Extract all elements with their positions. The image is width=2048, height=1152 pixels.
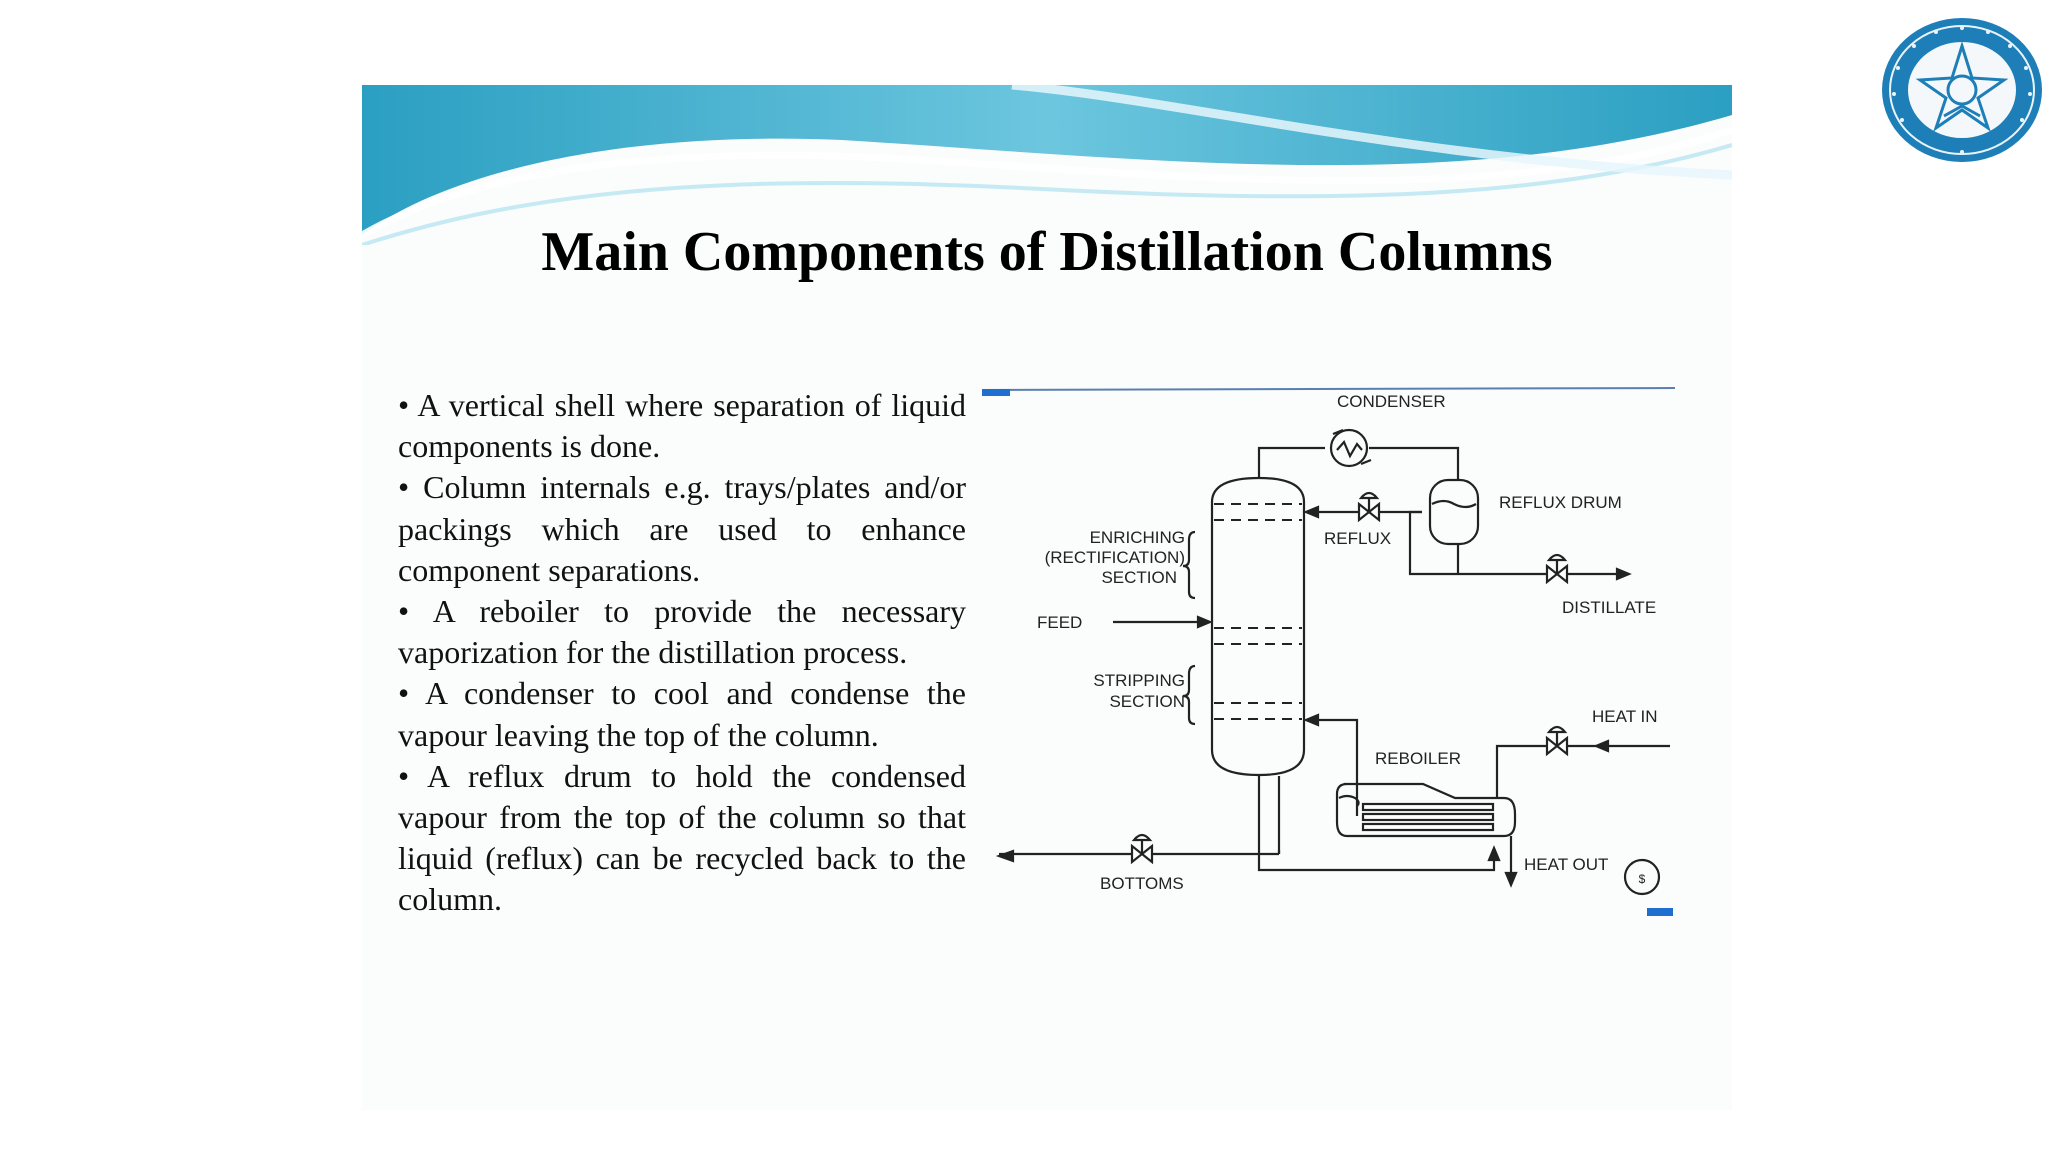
label-bottoms: BOTTOMS — [1100, 874, 1184, 893]
header-wave-banner — [362, 85, 1732, 245]
svg-text:$: $ — [1639, 872, 1646, 886]
column-shell — [1210, 476, 1306, 777]
label-heat-in: HEAT IN — [1592, 707, 1658, 726]
slide-title: Main Components of Distillation Columns — [541, 221, 1553, 283]
label-enriching: ENRICHING — [1090, 528, 1185, 547]
label-reboiler: REBOILER — [1375, 749, 1461, 768]
reflux-drum — [1428, 478, 1480, 546]
bullet-item: • A condenser to cool and condense the v… — [398, 675, 966, 753]
label-rectification: (RECTIFICATION) — [1045, 548, 1185, 567]
bullet-item: • A reflux drum to hold the condensed va… — [398, 757, 966, 918]
label-enriching-section: SECTION — [1101, 568, 1177, 587]
label-reflux-drum: REFLUX DRUM — [1499, 493, 1622, 512]
bullet-item: • A reboiler to provide the necessary va… — [398, 593, 966, 671]
distillation-column-diagram: $ CONDENSER REFLUX DRUM REFLUX DISTILLAT… — [981, 387, 1676, 916]
label-condenser: CONDENSER — [1337, 392, 1446, 411]
label-stripping-section: SECTION — [1109, 692, 1185, 711]
label-heat-out: HEAT OUT — [1524, 855, 1608, 874]
bullet-item: • A vertical shell where separation of l… — [398, 387, 966, 465]
label-distillate: DISTILLATE — [1562, 598, 1656, 617]
label-reflux: REFLUX — [1324, 529, 1391, 548]
bullet-item: • Column internals e.g. trays/plates and… — [398, 469, 966, 588]
condenser-symbol — [1329, 428, 1369, 468]
label-stripping: STRIPPING — [1093, 671, 1185, 690]
university-seal-logo — [1882, 18, 2042, 162]
watermark-icon — [1623, 858, 1661, 896]
label-feed: FEED — [1037, 613, 1082, 632]
reboiler — [1335, 782, 1517, 838]
bullet-list: • A vertical shell where separation of l… — [398, 385, 966, 921]
slide: Main Components of Distillation Columns … — [362, 85, 1732, 1110]
